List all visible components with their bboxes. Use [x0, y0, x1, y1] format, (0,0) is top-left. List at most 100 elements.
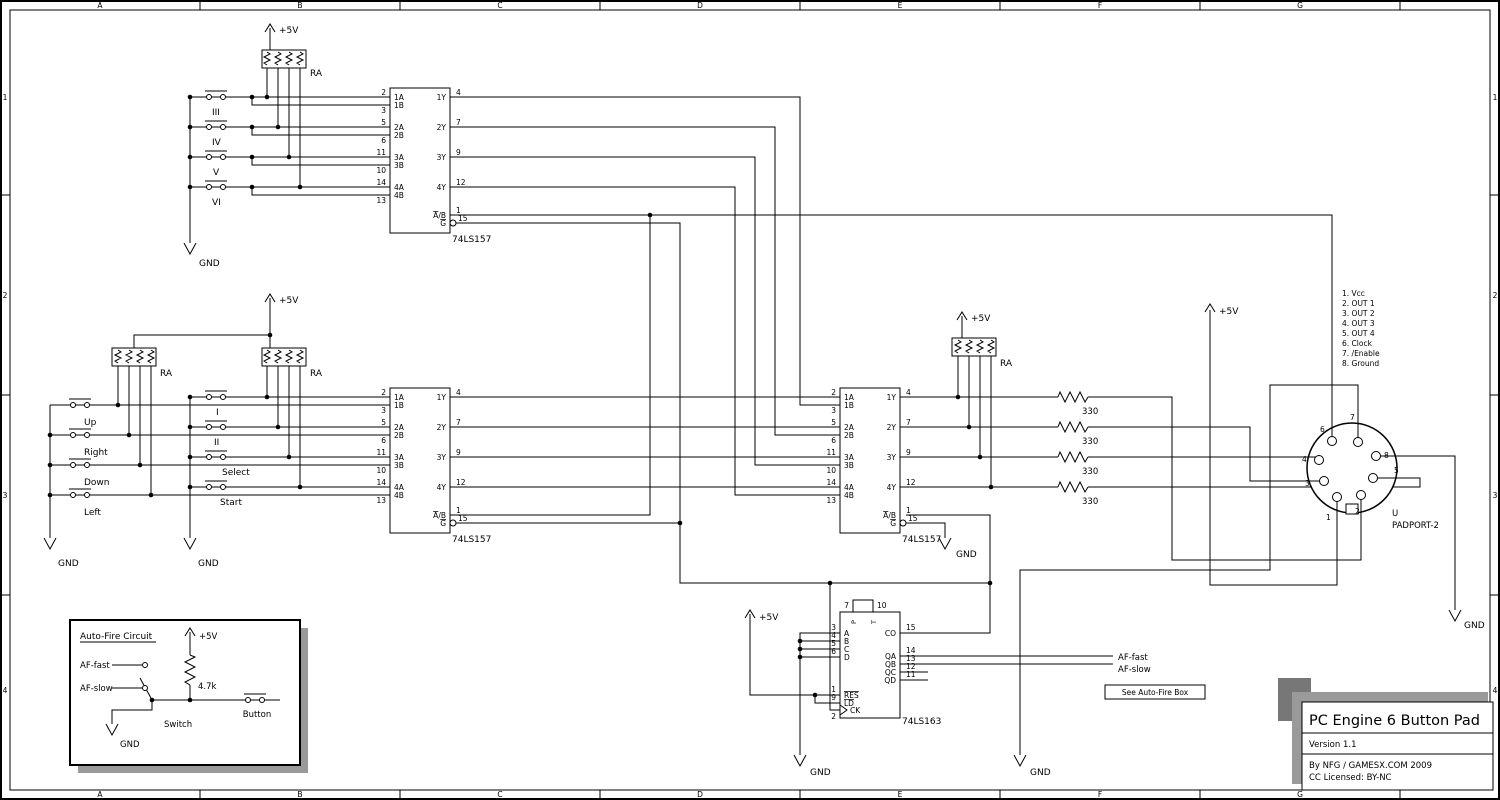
schematic-license: CC Licensed: BY-NC: [1309, 773, 1392, 783]
gnd-label: GND: [1030, 768, 1051, 778]
pin-label: C: [844, 645, 849, 654]
pin-number: 9: [906, 448, 911, 457]
gnd-arrow-icon: [43, 537, 57, 551]
pin-label: 3A: [394, 153, 405, 162]
schematic-credit: By NFG / GAMESX.COM 2009: [1309, 761, 1432, 771]
vcc-arrow-icon: [264, 23, 276, 33]
mux-ic-2: 1A 1B 2A 2B 3A 3B 4A 4B 1Y 2Y 3Y 4Y A/B …: [376, 387, 491, 545]
pin-number: 11: [826, 448, 836, 457]
pin-number: 4: [456, 88, 461, 97]
reset-pin-label: RES: [844, 691, 859, 700]
button-label: Button: [243, 710, 271, 720]
button-label: III: [212, 108, 220, 118]
vcc-label: +5V: [199, 632, 218, 642]
vcc-label: +5V: [759, 613, 779, 623]
pin-number: 1: [906, 506, 911, 515]
resistor-array: RA: [261, 347, 323, 379]
connector-pin: [1314, 455, 1324, 465]
pushbuttons: III IV V VI Up Right Down Left I II Sele…: [69, 90, 250, 518]
connector-pin-number: 5: [1394, 466, 1399, 475]
select-pin-label: A/B: [883, 511, 896, 520]
border-row: 2: [3, 291, 8, 300]
pinout-line: 6. Clock: [1342, 339, 1373, 348]
button-label: VI: [212, 198, 221, 208]
inverter-bubble-icon: [449, 519, 457, 527]
inverter-bubble-icon: [899, 519, 907, 527]
connector-pin-number: 3: [1305, 479, 1310, 488]
pin-number: 5: [381, 418, 386, 427]
gnd-arrow-icon: [793, 754, 807, 768]
pin-label: D: [844, 653, 850, 662]
gate-pin-label: G: [440, 219, 446, 228]
connector-pin: [1353, 437, 1363, 447]
border-col: D: [697, 790, 703, 799]
pin-label: 2A: [394, 423, 405, 432]
pin-label: 1A: [844, 393, 855, 402]
border-col: C: [497, 1, 502, 10]
gnd-arrow-icon: [183, 242, 197, 256]
pin-number: 15: [906, 623, 916, 632]
switch-contact: [142, 685, 148, 691]
af-fast-label: AF-fast: [80, 661, 110, 671]
connector-pin: [1332, 492, 1342, 502]
ic-name: 74LS157: [452, 535, 491, 545]
pin-number: 4: [906, 388, 911, 397]
pin-number: 6: [381, 436, 386, 445]
af-slow-net-label: AF-slow: [1118, 665, 1151, 675]
pin-label: 3Y: [437, 153, 447, 162]
resistor-icon: [183, 654, 197, 686]
power-symbols: +5V +5V +5V +5V +5V: [264, 23, 1239, 623]
pin-number: 13: [376, 196, 386, 205]
button-label: I: [216, 408, 219, 418]
pin-number: 6: [831, 436, 836, 445]
pin-label: QA: [885, 652, 897, 661]
af-fast-net-label: AF-fast: [1118, 653, 1148, 663]
clock-wedge-icon: [839, 704, 848, 716]
border-row: 2: [1493, 291, 1498, 300]
pin-number: 11: [376, 148, 386, 157]
pin-number: 15: [458, 514, 468, 523]
border-col: D: [697, 1, 703, 10]
load-pin-label: LD: [844, 699, 854, 708]
connector-ref: U: [1392, 509, 1398, 519]
inverter-bubble-icon: [449, 219, 457, 227]
gnd-label: GND: [956, 550, 977, 560]
connector-pin: [1327, 436, 1337, 446]
pin-label: 3Y: [887, 453, 897, 462]
gnd-label: GND: [58, 559, 79, 569]
connector-name: PADPORT-2: [1392, 521, 1439, 531]
pin-label: 4Y: [887, 483, 897, 492]
pin-label: 3B: [394, 161, 404, 170]
pinout-line: 3. OUT 2: [1342, 309, 1375, 318]
pin-number: 14: [376, 178, 386, 187]
din-connector: 6 7 4 8 3 5 1 2 U PADPORT-2: [1302, 413, 1439, 531]
pin-number: 1: [456, 506, 461, 515]
gate-pin-label: G: [890, 519, 896, 528]
pin-label: 3B: [394, 461, 404, 470]
connector-pin: [1371, 451, 1381, 461]
border-col: E: [898, 790, 903, 799]
gate-pin-label: G: [440, 519, 446, 528]
ra-label: RA: [160, 369, 173, 379]
connector-pin: [1368, 473, 1378, 483]
border-col: F: [1098, 1, 1102, 10]
button-label: II: [214, 438, 219, 448]
resistor-arrays: RA RA RA RA: [111, 49, 1013, 379]
switch-label: Switch: [164, 720, 192, 730]
pin-label: 4A: [844, 483, 855, 492]
pin-number: 15: [458, 214, 468, 223]
pin-label: 2A: [394, 123, 405, 132]
pin-label: 1B: [394, 101, 404, 110]
vcc-arrow-icon: [956, 311, 968, 321]
resistor-value: 330: [1082, 467, 1098, 477]
gnd-arrow-icon: [938, 537, 952, 551]
counter-ic: A B C D RES LD CK 3 4 5 6 1 9 2 CO 15 QA…: [831, 601, 941, 727]
ra-label: RA: [310, 369, 323, 379]
pin-label: 1Y: [887, 393, 897, 402]
ic-name: 74LS157: [452, 235, 491, 245]
vcc-arrow-icon: [264, 293, 276, 303]
pin-number: 5: [831, 639, 836, 648]
resistor-value: 330: [1082, 497, 1098, 507]
pin-label: 2B: [844, 431, 854, 440]
